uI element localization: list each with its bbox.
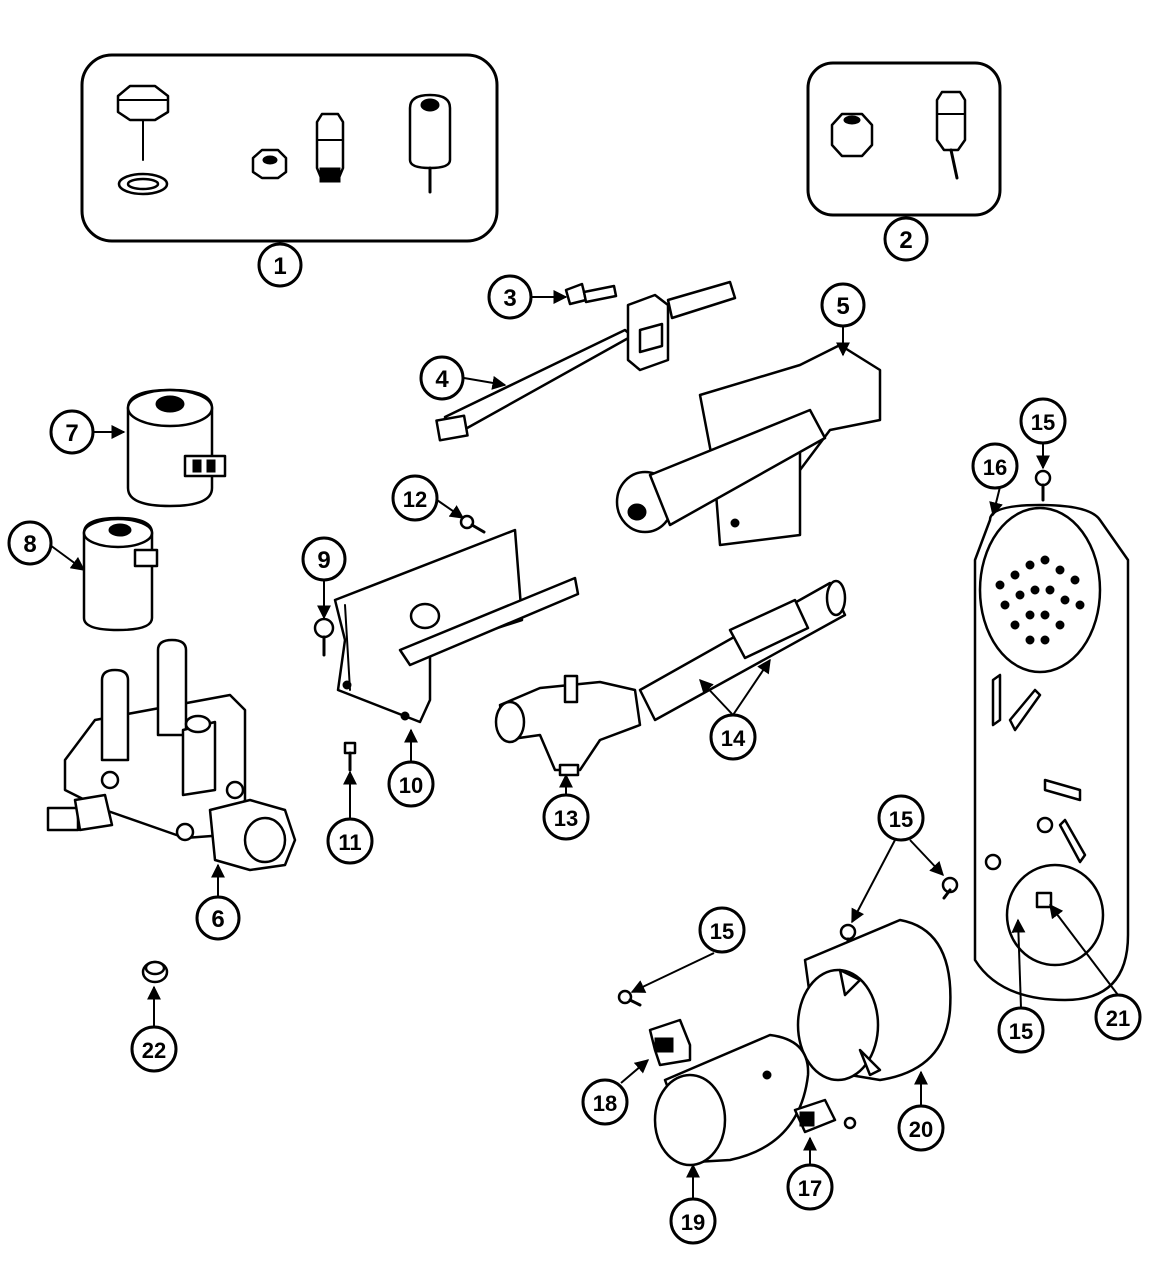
callout-4-label: 4 [435, 366, 449, 393]
part-15-screw-right [941, 876, 959, 900]
part-15-screw-top [1034, 469, 1052, 502]
part-22-plug [141, 960, 169, 984]
callout-10-label: 10 [399, 773, 423, 798]
callout-17-label: 17 [798, 1176, 822, 1201]
leader-lines [49, 242, 1119, 1199]
callout-2: 2 [883, 216, 929, 262]
callout-13: 13 [542, 793, 590, 841]
callout-7-label: 7 [65, 420, 78, 447]
kit-1-orifice [315, 112, 345, 183]
callout-5-label: 5 [836, 293, 849, 320]
callout-15-left-label: 15 [710, 919, 734, 944]
callout-22-label: 22 [142, 1038, 166, 1063]
callout-20-label: 20 [909, 1117, 933, 1142]
part-13-elbow [494, 674, 642, 777]
callout-18-label: 18 [593, 1091, 617, 1116]
callout-19-label: 19 [681, 1210, 705, 1235]
callout-6: 6 [195, 895, 241, 941]
part-3-screw [564, 282, 618, 306]
callout-14: 14 [709, 713, 757, 761]
part-11-screw [343, 741, 357, 772]
callout-10: 10 [387, 760, 435, 808]
kit-1-group [80, 53, 499, 243]
callout-9-label: 9 [317, 547, 330, 574]
callout-21-label: 21 [1106, 1006, 1130, 1031]
callout-3: 3 [487, 274, 533, 320]
callouts: 1 2 3 4 5 6 7 8 9 10 11 12 13 14 15 15 1… [7, 216, 1142, 1245]
callout-12-label: 12 [403, 487, 427, 512]
callout-16: 16 [971, 442, 1019, 490]
part-6-valve [46, 638, 297, 872]
callout-20: 20 [897, 1104, 945, 1152]
callout-14-label: 14 [721, 726, 746, 751]
part-18-switch [648, 1018, 692, 1067]
part-19-tube [653, 1033, 810, 1167]
callout-17: 17 [786, 1163, 834, 1211]
callout-11: 11 [326, 817, 374, 865]
part-12-screw [459, 514, 486, 534]
callout-11-label: 11 [338, 830, 361, 855]
callout-22: 22 [130, 1025, 178, 1073]
callout-15-mid-label: 15 [889, 807, 913, 832]
part-10-bracket [333, 528, 580, 724]
callout-15-bottom-label: 15 [1009, 1019, 1033, 1044]
panel-holes [995, 555, 1085, 645]
part-7-coil [126, 388, 227, 508]
part-16-panel [973, 503, 1130, 1002]
part-5-burner [615, 343, 882, 547]
callout-15-bottom: 15 [997, 1006, 1045, 1054]
kit-1-cylinder [408, 93, 452, 194]
callout-9: 9 [301, 536, 347, 582]
callout-19: 19 [669, 1197, 717, 1245]
part-4-igniter [435, 280, 737, 442]
part-9-screw [313, 617, 335, 657]
callout-12: 12 [391, 474, 439, 522]
callout-15-top: 15 [1019, 397, 1067, 445]
callout-13-label: 13 [554, 806, 578, 831]
callout-1-label: 1 [273, 253, 286, 280]
kit-2-group [806, 61, 1002, 217]
callout-6-label: 6 [211, 906, 224, 933]
callout-2-label: 2 [899, 227, 912, 254]
callout-4: 4 [419, 355, 465, 401]
part-15-screw-left [617, 989, 642, 1007]
kit-1-nut [251, 148, 288, 180]
part-14-pipe [638, 579, 847, 722]
callout-15-top-label: 15 [1031, 410, 1055, 435]
callout-5: 5 [820, 282, 866, 328]
part-8-coil [82, 516, 159, 632]
kit-2-orifice [935, 90, 967, 180]
kit-1-knob [116, 84, 170, 196]
callout-21: 21 [1094, 993, 1142, 1041]
callout-1: 1 [257, 242, 303, 288]
callout-3-label: 3 [503, 285, 516, 312]
callout-15-left: 15 [698, 906, 746, 954]
part-20-shield [796, 918, 952, 1082]
callout-18: 18 [581, 1078, 629, 1126]
callout-16-label: 16 [983, 455, 1007, 480]
callout-7: 7 [49, 409, 95, 455]
callout-8-label: 8 [23, 531, 36, 558]
callout-15-mid: 15 [877, 794, 925, 842]
kit-2-nut [830, 112, 874, 158]
callout-8: 8 [7, 520, 53, 566]
part-17-switch [793, 1098, 857, 1134]
